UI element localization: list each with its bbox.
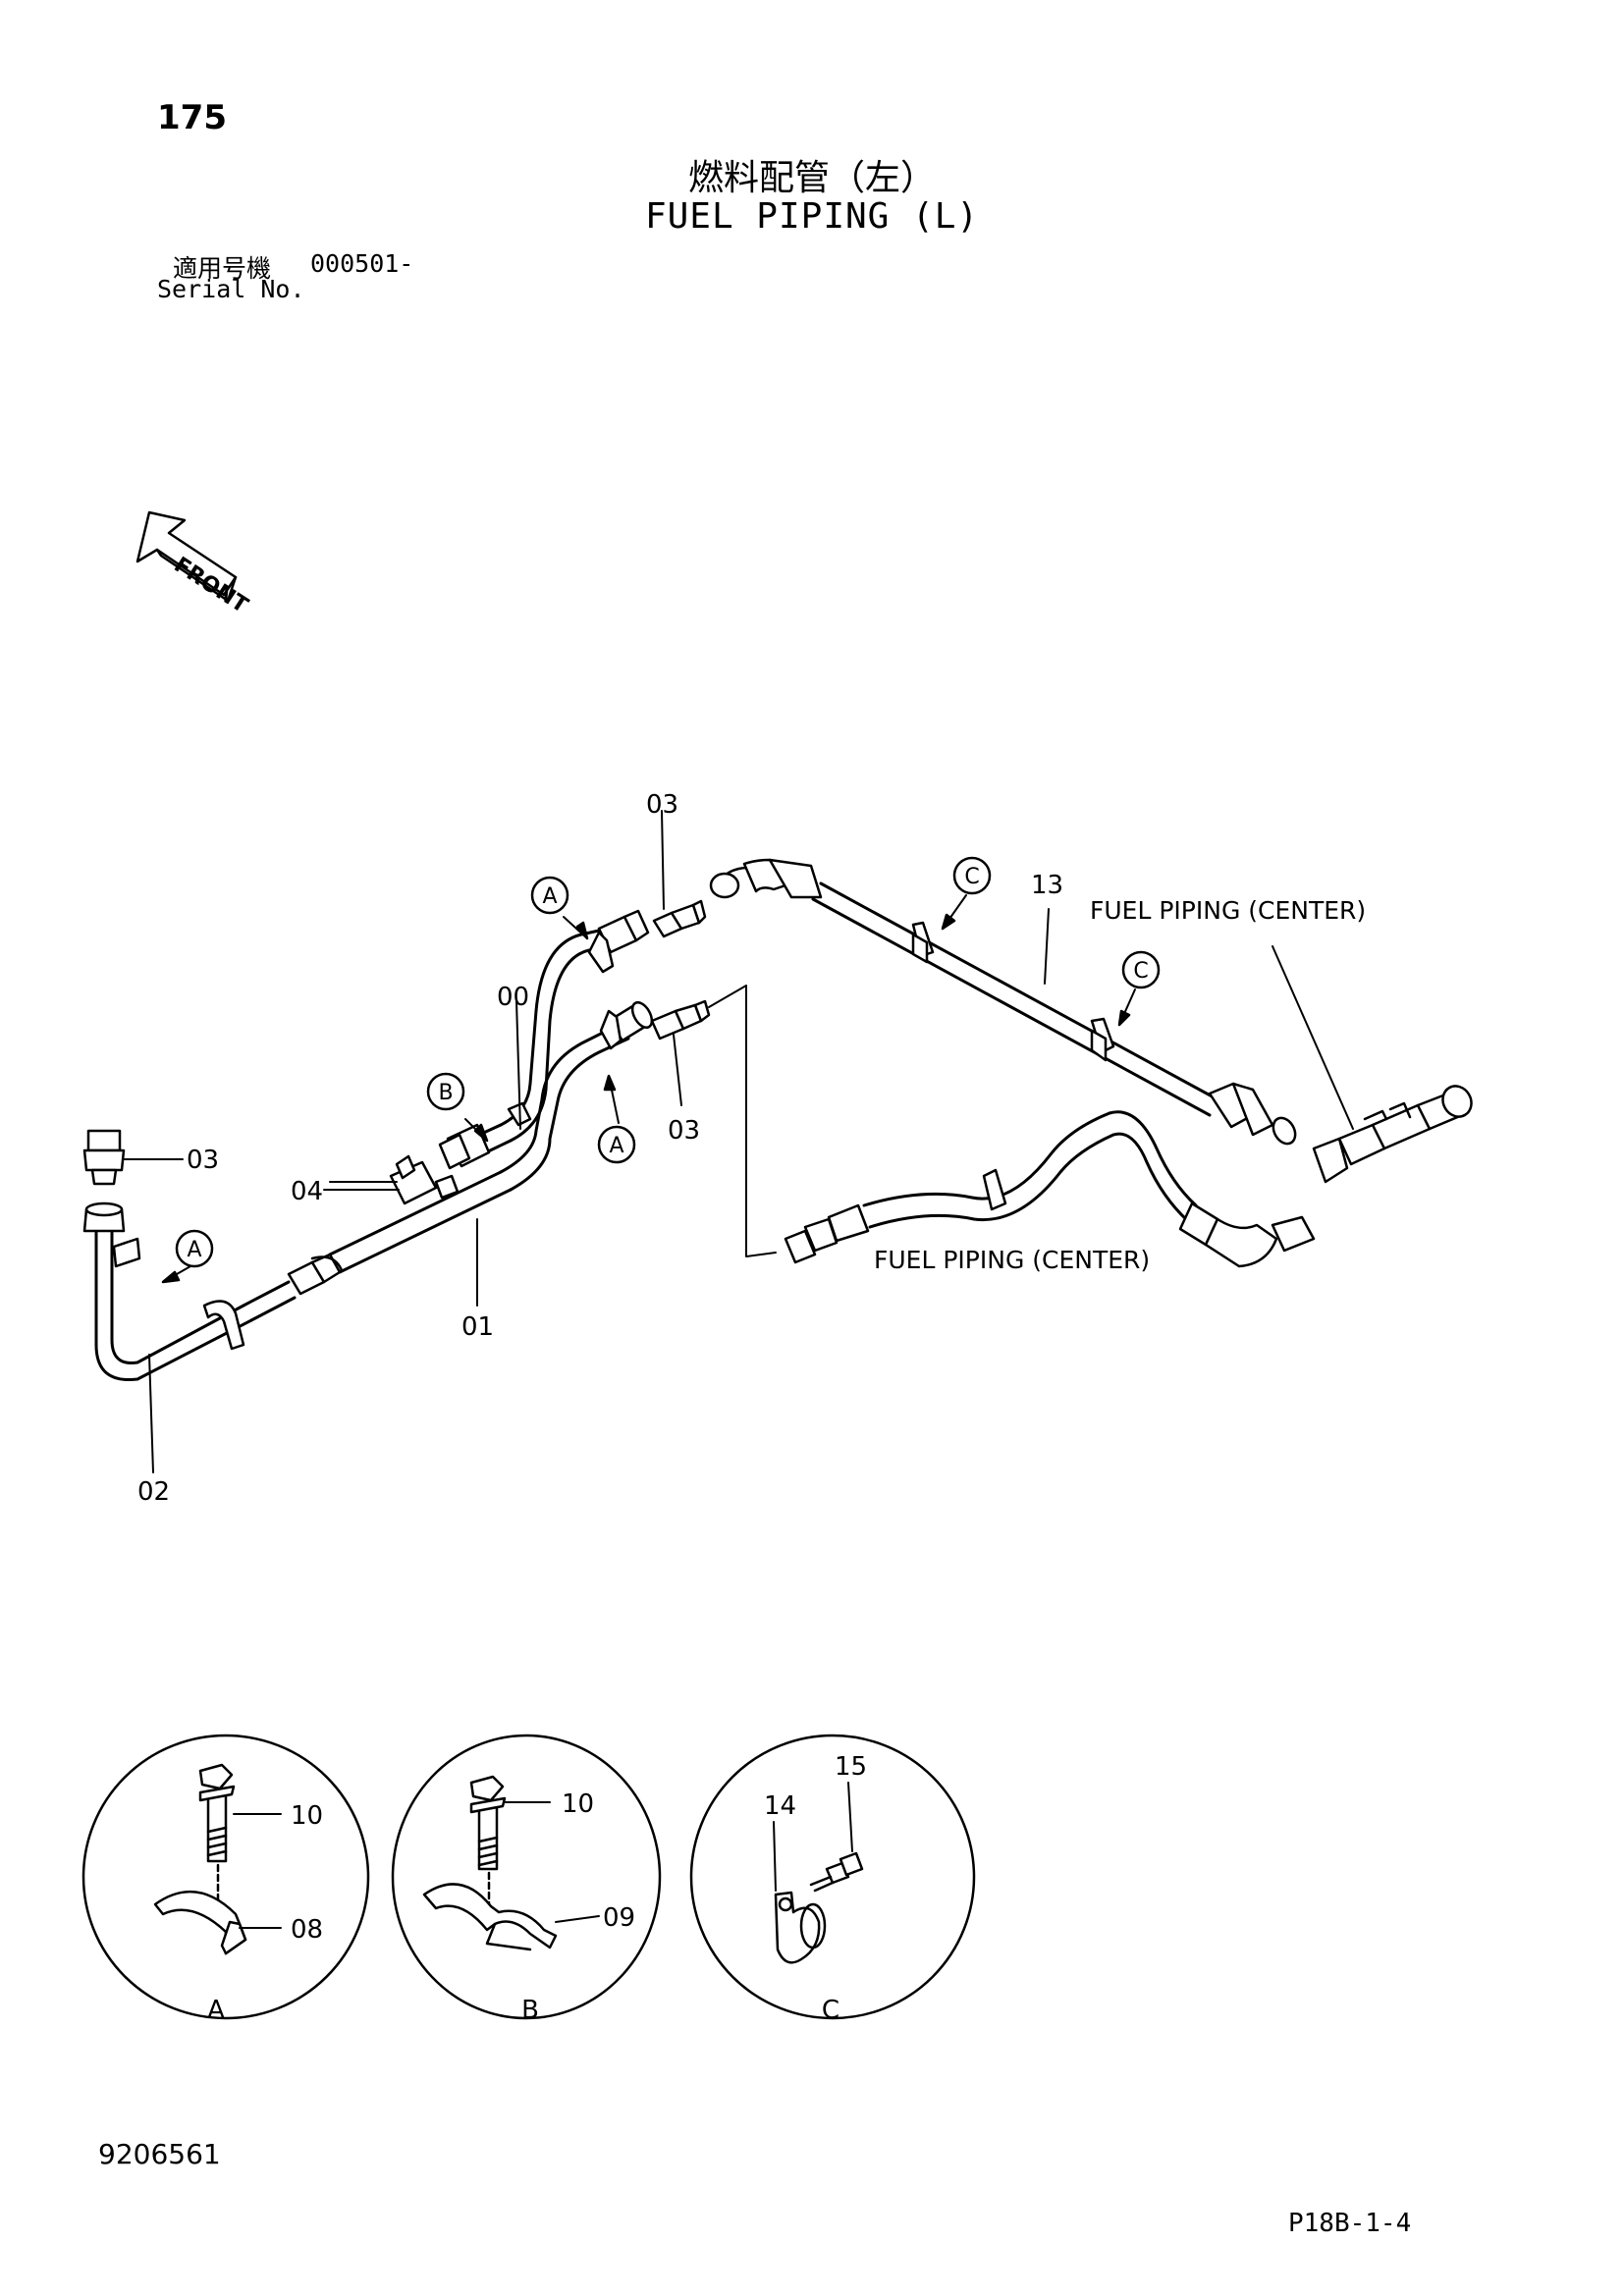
callout-letters: A A A B C C xyxy=(187,865,1148,1262)
label-00: 00 xyxy=(497,983,529,1012)
label-01: 01 xyxy=(461,1312,494,1342)
detail-circle-a xyxy=(81,1734,370,2020)
label-04: 04 xyxy=(291,1177,323,1206)
detail-c-parts xyxy=(773,1782,864,1964)
front-arrow: FRONT xyxy=(135,510,252,618)
leader-lines xyxy=(148,1000,521,1473)
serial-range: 000501- xyxy=(310,249,414,278)
pipe-01 xyxy=(242,1000,654,1322)
detail-b-title: B xyxy=(521,1996,539,2025)
detail-b-bolt-label: 10 xyxy=(562,1789,594,1819)
callout-arrows xyxy=(161,894,1136,1284)
callout-circle-a3 xyxy=(175,1229,214,1268)
callout-b1: B xyxy=(438,1081,453,1105)
label-03-top: 03 xyxy=(646,790,678,820)
serial-label-japanese: 適用号機 xyxy=(173,254,272,283)
callout-circle-b1 xyxy=(426,1072,465,1111)
fitting-03-middle xyxy=(650,999,711,1106)
clamp-a-pipe02 xyxy=(112,1237,245,1351)
detail-a-bolt-label: 10 xyxy=(291,1801,323,1831)
label-13: 13 xyxy=(1031,871,1063,900)
callout-c1: C xyxy=(964,865,979,889)
detail-circle-c xyxy=(689,1734,976,2020)
detail-b-clamp-label: 09 xyxy=(603,1903,635,1933)
connector-lead-line xyxy=(708,985,777,1257)
label-03-middle: 03 xyxy=(668,1116,700,1146)
tee-fitting-04 xyxy=(329,1154,460,1205)
callout-a3: A xyxy=(187,1238,201,1262)
pipe-13 xyxy=(709,858,1297,1146)
detail-a-title: A xyxy=(207,1996,225,2025)
pipe-00 xyxy=(438,909,650,1170)
fitting-03-upper xyxy=(652,810,707,938)
callout-circle-a1 xyxy=(530,876,569,915)
page-reference: P18B-1-4 xyxy=(1288,2209,1412,2238)
page-number: 175 xyxy=(157,98,227,137)
notes: FUEL PIPING (CENTER) FUEL PIPING (CENTER… xyxy=(874,896,1366,1274)
callout-a2: A xyxy=(609,1134,623,1158)
center-piping-lower xyxy=(784,1110,1316,1268)
callout-c2: C xyxy=(1133,959,1148,984)
note-fuel-piping-center-upper: FUEL PIPING (CENTER) xyxy=(1090,896,1366,925)
detail-c-clamp-label: 14 xyxy=(764,1791,796,1821)
detail-a-clamp-label: 08 xyxy=(291,1915,323,1945)
detail-circle-b xyxy=(391,1734,662,2020)
callout-a1: A xyxy=(542,884,557,909)
fitting-03-left xyxy=(82,1129,184,1186)
detail-b-parts xyxy=(422,1775,600,1951)
center-piping-right xyxy=(1272,945,1473,1184)
detail-labels: 10 08 A 10 09 B 14 15 C xyxy=(207,1752,867,2025)
detail-c-bolt-label: 15 xyxy=(835,1752,867,1782)
serial-label-english: Serial No. xyxy=(157,275,305,303)
detail-a-parts xyxy=(153,1763,282,1955)
callout-circle-a2 xyxy=(597,1125,636,1164)
label-02: 02 xyxy=(137,1477,170,1507)
detail-c-title: C xyxy=(822,1996,839,2025)
title-english: FUEL PIPING (L) xyxy=(644,196,980,237)
note-fuel-piping-center-lower: FUEL PIPING (CENTER) xyxy=(874,1246,1150,1274)
callout-circle-c2 xyxy=(1121,950,1161,989)
title-japanese: 燃料配管（左） xyxy=(687,158,936,198)
callout-circle-c1 xyxy=(952,856,992,895)
pipe-02 xyxy=(82,1201,253,1382)
part-number-labels: 03 00 03 03 04 01 02 13 xyxy=(137,790,1063,1507)
document-number: 9206561 xyxy=(98,2138,221,2170)
label-03-left: 03 xyxy=(187,1146,219,1175)
